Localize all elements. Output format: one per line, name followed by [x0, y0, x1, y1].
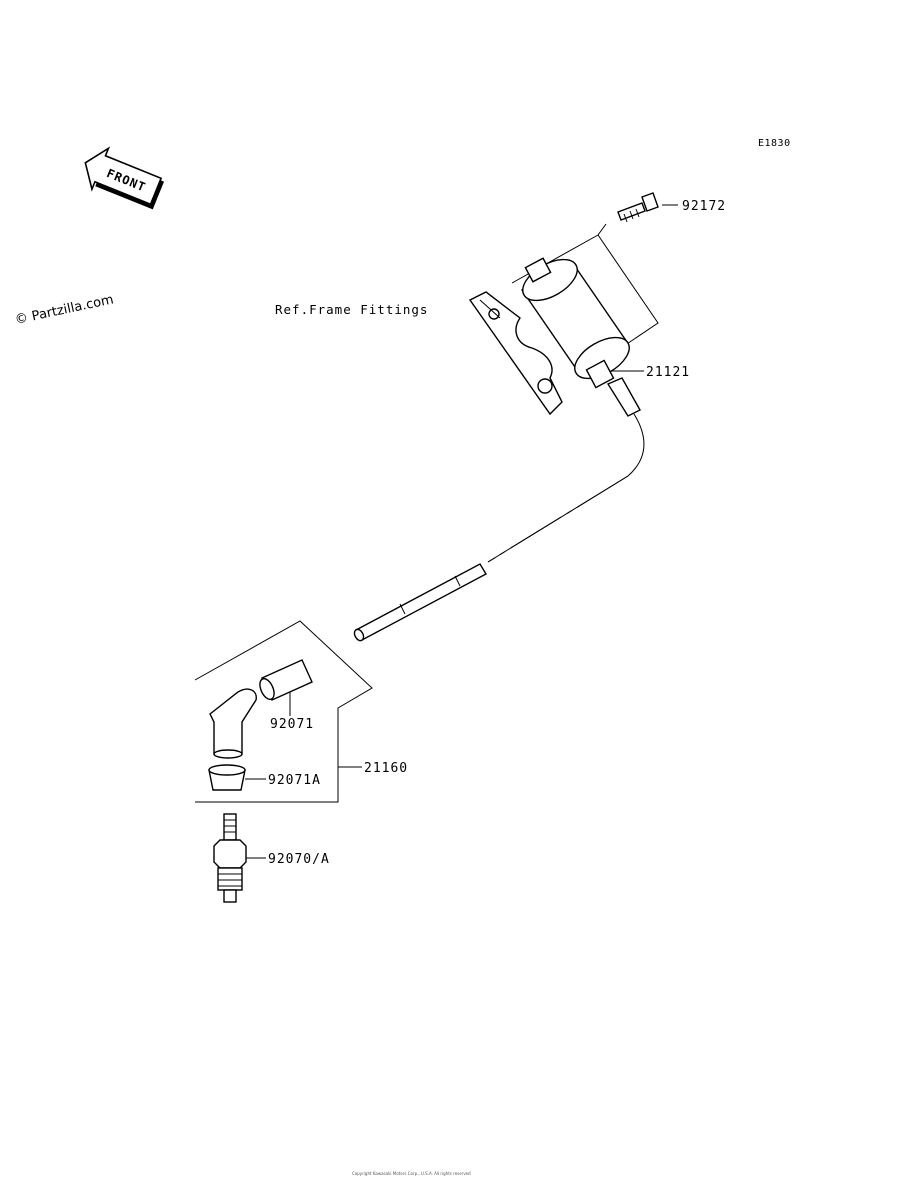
mounting-bracket — [468, 291, 563, 416]
part-label-92070A: 92070/A — [268, 852, 330, 867]
ht-lead-tube — [353, 563, 487, 642]
seal-92071 — [259, 659, 313, 701]
ht-lead-wire — [487, 413, 645, 563]
boot-92071A — [208, 764, 246, 791]
watermark: © Partzilla.com — [14, 292, 115, 328]
spark-plug-92070A — [213, 813, 247, 903]
part-label-92172: 92172 — [682, 199, 726, 214]
ht-lead-dash — [487, 475, 629, 563]
cap-assembly-frame — [194, 620, 373, 803]
part-label-92071A: 92071A — [268, 773, 321, 788]
footer-copyright: Copyright Kawasaki Motors Corp., U.S.A. … — [352, 1171, 471, 1176]
front-arrow-icon: FRONT — [84, 146, 165, 210]
part-label-21160: 21160 — [364, 761, 408, 776]
bolt-leader-line — [597, 223, 607, 236]
bolt-92172 — [617, 192, 659, 223]
plug-cap — [209, 688, 257, 759]
part-label-92071: 92071 — [270, 717, 314, 732]
diagram-code: E1830 — [758, 138, 791, 149]
ref-frame-fittings-note: Ref.Frame Fittings — [275, 302, 428, 317]
ignition-coil-21121 — [520, 257, 641, 417]
part-label-21121: 21121 — [646, 365, 690, 380]
